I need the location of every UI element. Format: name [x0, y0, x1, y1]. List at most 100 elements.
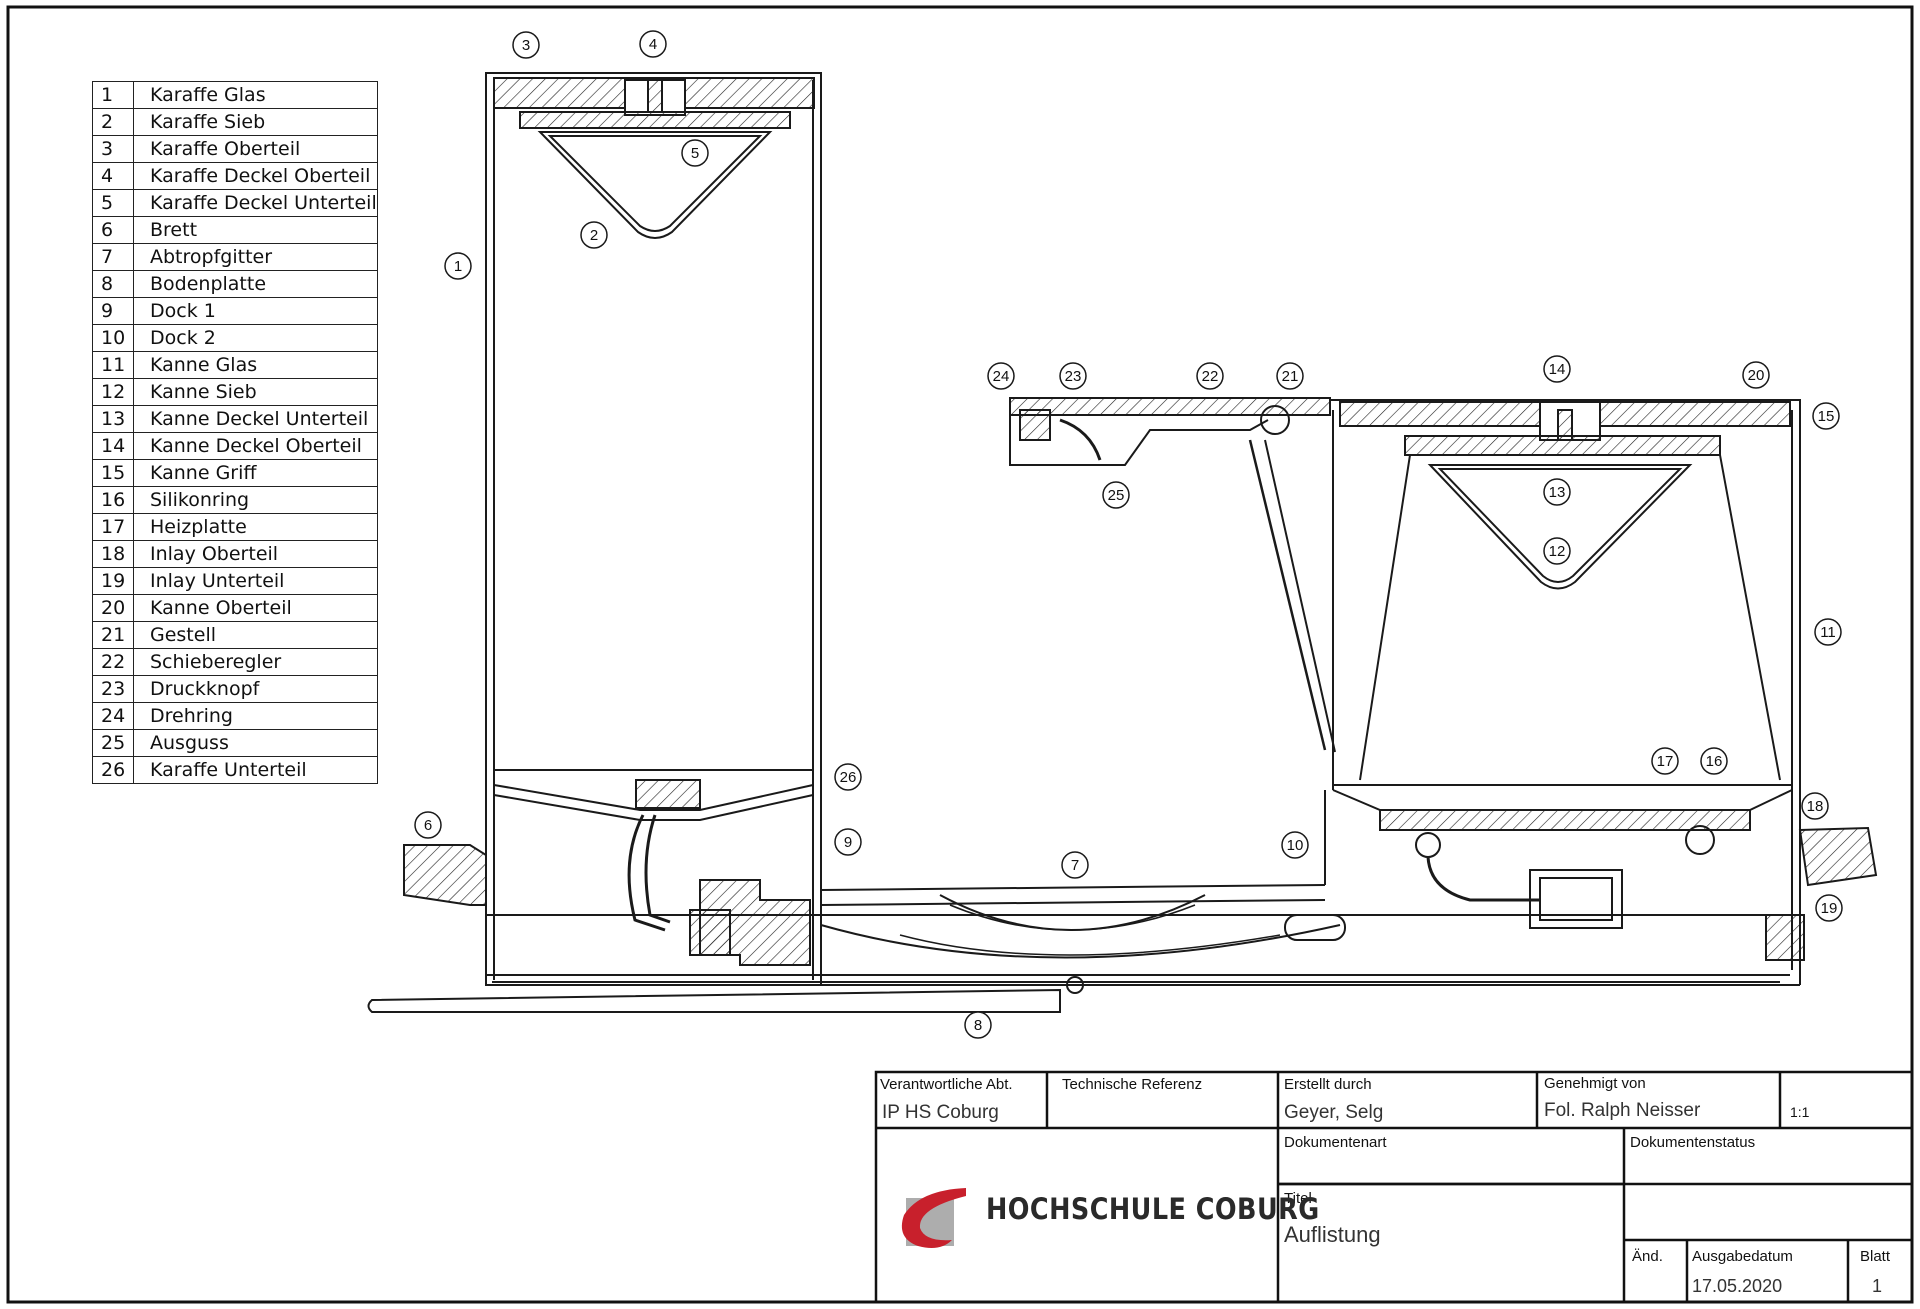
callout-13 [1543, 478, 1571, 506]
part-label: Gestell [133, 621, 378, 649]
callout-10 [1281, 831, 1309, 859]
part-label: Inlay Unterteil [133, 567, 378, 595]
callout-label: 22 [1202, 368, 1219, 385]
callout-21 [1276, 362, 1304, 390]
part-number: 19 [92, 567, 134, 595]
part-number: 12 [92, 378, 134, 406]
part-label: Kanne Oberteil [133, 594, 378, 622]
callout-1 [444, 252, 472, 280]
part-number: 18 [92, 540, 134, 568]
part-label: Karaffe Deckel Unterteil [133, 189, 378, 217]
part-number: 9 [92, 297, 134, 325]
callout-5 [681, 139, 709, 167]
approved-label: Genehmigt von [1544, 1075, 1646, 1092]
issue-date-label: Ausgabedatum [1692, 1248, 1793, 1265]
docstatus-label: Dokumentenstatus [1630, 1134, 1756, 1151]
part-number: 15 [92, 459, 134, 487]
part-label: Schieberegler [133, 648, 378, 676]
part-number: 26 [92, 756, 134, 784]
callout-label: 17 [1657, 753, 1674, 770]
kettle-section [1009, 397, 1878, 985]
part-number: 23 [92, 675, 134, 703]
callout-4 [639, 30, 667, 58]
callout-3 [512, 31, 540, 59]
callout-12 [1543, 537, 1571, 565]
callout-label: 10 [1287, 837, 1304, 854]
document-title: Auflistung [1284, 1222, 1381, 1247]
part-number: 10 [92, 324, 134, 352]
callout-14 [1543, 355, 1571, 383]
part-label: Brett [133, 216, 378, 244]
part-number: 7 [92, 243, 134, 271]
doctype-label: Dokumentenart [1284, 1134, 1387, 1151]
logo-text: HOCHSCHULE COBURG [986, 1192, 1320, 1226]
dept-label: Verantwortliche Abt. [880, 1076, 1013, 1093]
callout-7 [1061, 851, 1089, 879]
part-number: 24 [92, 702, 134, 730]
callout-22 [1196, 362, 1224, 390]
callout-label: 4 [649, 36, 657, 53]
part-number: 25 [92, 729, 134, 757]
created-value: Geyer, Selg [1284, 1102, 1384, 1123]
dept-value: IP HS Coburg [882, 1102, 999, 1123]
part-label: Dock 2 [133, 324, 378, 352]
part-label: Druckknopf [133, 675, 378, 703]
callout-8 [964, 1011, 992, 1039]
part-label: Kanne Deckel Oberteil [133, 432, 378, 460]
callout-23 [1059, 362, 1087, 390]
part-number: 4 [92, 162, 134, 190]
part-label: Heizplatte [133, 513, 378, 541]
callout-15 [1812, 402, 1840, 430]
part-label: Karaffe Sieb [133, 108, 378, 136]
callout-11 [1814, 618, 1842, 646]
callout-label: 12 [1549, 543, 1566, 560]
callout-label: 7 [1071, 857, 1079, 874]
callout-label: 5 [691, 145, 699, 162]
callout-26 [834, 763, 862, 791]
callout-label: 15 [1818, 408, 1835, 425]
part-label: Abtropfgitter [133, 243, 378, 271]
part-label: Karaffe Unterteil [133, 756, 378, 784]
callout-label: 23 [1065, 368, 1082, 385]
callout-label: 8 [974, 1017, 982, 1034]
callout-6 [414, 811, 442, 839]
callouts [414, 30, 1843, 1039]
part-label: Ausguss [133, 729, 378, 757]
callout-16 [1700, 747, 1728, 775]
part-number: 8 [92, 270, 134, 298]
callout-label: 6 [424, 817, 432, 834]
callout-label: 24 [993, 368, 1010, 385]
revision-label: Änd. [1632, 1248, 1663, 1265]
callout-label: 11 [1820, 624, 1836, 641]
part-number: 1 [92, 81, 134, 109]
title-block-frame [874, 1070, 1914, 1304]
part-label: Kanne Sieb [133, 378, 378, 406]
part-number: 14 [92, 432, 134, 460]
callout-label: 19 [1821, 900, 1838, 917]
approved-value: Fol. Ralph Neisser [1544, 1100, 1701, 1121]
callout-label: 14 [1549, 361, 1566, 378]
sheet-value: 1 [1872, 1276, 1883, 1296]
callout-2 [580, 221, 608, 249]
